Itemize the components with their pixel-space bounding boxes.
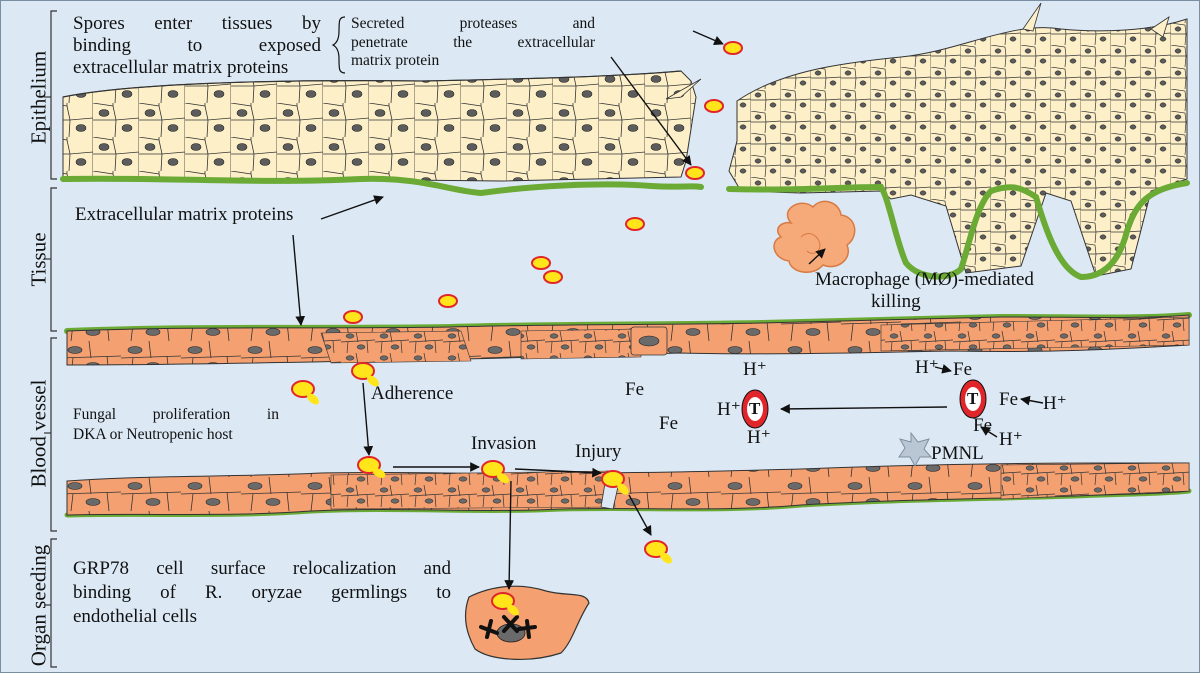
spores-line-2: binding to exposed <box>73 34 321 56</box>
arrow <box>362 382 374 456</box>
h-plus-label: H⁺ <box>717 399 741 420</box>
prolif-line-1: Fungal proliferation in <box>73 406 279 423</box>
proliferation-annotation: Fungal proliferation in DKA or Neutropen… <box>73 405 279 445</box>
pmnl-cell <box>898 431 933 468</box>
endothelium-lower <box>66 462 1190 516</box>
arrow <box>292 234 306 326</box>
spores-line-1: Spores enter tissues by <box>73 13 321 34</box>
spore <box>685 166 705 180</box>
spore <box>704 99 724 113</box>
injury-label: Injury <box>575 441 622 462</box>
pmnl-label: PMNL <box>931 443 984 464</box>
label-epithelium: Epithelium <box>26 50 51 145</box>
fe-label: Fe <box>999 389 1018 410</box>
spores <box>343 41 743 324</box>
germling <box>601 470 629 495</box>
label-organ-seeding: Organ seeding <box>26 544 51 667</box>
brace <box>331 16 346 74</box>
arrow <box>980 426 998 438</box>
adherence-label: Adherence <box>371 383 454 404</box>
germling <box>351 362 379 387</box>
h-plus-label: H⁺ <box>1043 393 1067 414</box>
transferrin-label-left: T <box>749 399 761 418</box>
spore <box>723 41 743 55</box>
spore <box>531 256 551 270</box>
arrow <box>610 56 692 166</box>
arrow <box>504 480 515 590</box>
arrow <box>808 248 826 265</box>
arrow <box>934 364 952 374</box>
macrophage-line-1: Macrophage (MØ)-mediated <box>815 269 1034 290</box>
ecm-label: Extracellular matrix proteins <box>75 204 294 225</box>
arrow <box>692 30 724 45</box>
arrows <box>292 30 1044 590</box>
macrophage-line-2: killing <box>871 290 921 312</box>
germling <box>291 380 319 405</box>
grp-line-2: binding of R. oryzae germlings to <box>73 581 451 603</box>
germling <box>357 456 386 478</box>
macrophage <box>773 200 856 273</box>
epithelium-right <box>728 2 1188 277</box>
spores-annotation: Spores enter tissues by binding to expos… <box>73 13 321 79</box>
fe-label: Fe <box>659 413 678 434</box>
spores-line-3: extracellular matrix proteins <box>73 56 289 78</box>
transferrin-left <box>741 389 769 429</box>
label-blood-vessel: Blood vessel <box>26 379 51 488</box>
spore <box>625 217 645 231</box>
germlings <box>291 362 672 616</box>
section-brackets <box>44 10 57 668</box>
fe-label: Fe <box>973 415 992 436</box>
invasion-label: Invasion <box>471 433 537 454</box>
germling <box>481 460 510 484</box>
grp78-annotation: GRP78 cell surface relocalization and bi… <box>73 557 451 628</box>
arrow <box>628 494 652 536</box>
grp-line-1: GRP78 cell surface relocalization and <box>73 558 451 579</box>
macrophage-label: Macrophage (MØ)-mediated killing <box>815 269 1034 313</box>
proteases-line-3: matrix protein <box>351 52 440 70</box>
label-tissue: Tissue <box>26 232 51 287</box>
h-plus-label: H⁺ <box>743 359 767 380</box>
proteases-line-2: penetrate the extracellular <box>351 33 595 51</box>
arrow <box>780 403 948 414</box>
fe-label: Fe <box>625 379 644 400</box>
transferrin-right <box>959 379 987 419</box>
prolif-line-2: DKA or Neutropenic host <box>73 426 233 444</box>
fe-label: Fe <box>953 359 972 380</box>
spore <box>543 270 563 284</box>
h-plus-label: H⁺ <box>747 427 771 448</box>
spore <box>438 294 458 308</box>
arrow <box>514 467 602 478</box>
germling <box>491 592 519 616</box>
transferrin-label-right: T <box>967 389 979 408</box>
organ-tissue <box>465 585 590 660</box>
epithelium-left <box>62 70 702 182</box>
grp-line-3: endothelial cells <box>73 605 197 627</box>
spore <box>343 310 363 324</box>
arrow <box>320 195 384 220</box>
h-plus-label: H⁺ <box>999 429 1023 450</box>
h-plus-label: H⁺ <box>915 357 939 378</box>
proteases-annotation: Secreted proteases and penetrate the ext… <box>351 15 595 71</box>
arrow <box>1020 395 1044 406</box>
proteases-line-1: Secreted proteases and <box>351 15 595 32</box>
endothelium-upper <box>66 314 1190 366</box>
germling <box>644 540 672 564</box>
